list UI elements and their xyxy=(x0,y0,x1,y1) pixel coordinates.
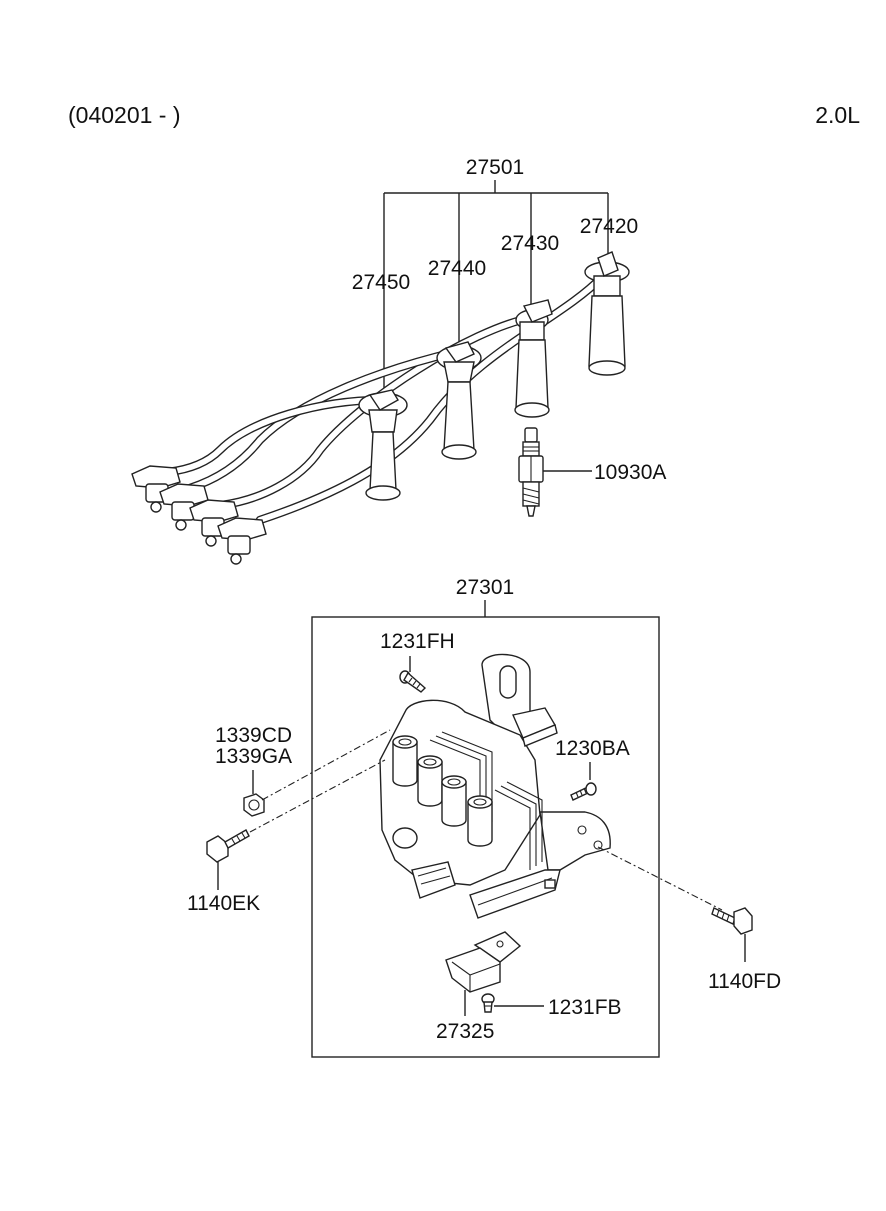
cable-no3-boot xyxy=(436,341,482,460)
coil-tower-3 xyxy=(441,775,467,827)
callout-cable-no3: 27440 xyxy=(428,257,486,280)
screw-right[interactable] xyxy=(570,782,597,801)
callout-bolt-left: 1140EK xyxy=(187,892,260,915)
callout-bolt-right: 1140FD xyxy=(708,970,781,993)
callout-screw-right: 1230BA xyxy=(555,737,630,760)
cable-no4-boot xyxy=(358,389,408,501)
callout-condenser: 27325 xyxy=(436,1020,494,1043)
coil-connector xyxy=(392,827,456,899)
flange-nut[interactable] xyxy=(243,793,265,817)
callout-coil-assembly: 27301 xyxy=(456,576,514,599)
coil-tower-2 xyxy=(417,755,443,807)
cable-end-boot-3 xyxy=(189,499,239,547)
cable-end-boot-2 xyxy=(159,483,209,531)
cable-no2-boot xyxy=(514,299,553,418)
cable-end-boot-4 xyxy=(217,517,267,565)
coil-tower-1 xyxy=(392,735,418,787)
callout-nut-a: 1339CD xyxy=(215,724,292,747)
engine-label: 2.0L xyxy=(815,102,860,128)
spark-plug[interactable] xyxy=(518,427,544,517)
callout-screw-bottom: 1231FB xyxy=(548,996,622,1019)
screw-top[interactable] xyxy=(399,670,427,693)
callout-spark-plug: 10930A xyxy=(594,461,666,484)
ignition-coil[interactable] xyxy=(379,653,611,919)
callout-nut-b: 1339GA xyxy=(215,745,292,768)
spark-plug-cable-set[interactable] xyxy=(131,180,630,565)
coil-assembly-frame xyxy=(311,616,660,1058)
screw-bottom[interactable] xyxy=(481,993,495,1013)
callout-screw-top: 1231FH xyxy=(380,630,455,653)
bolt-left[interactable] xyxy=(206,829,250,863)
callout-cable-no2: 27430 xyxy=(501,232,559,255)
callout-cable-no1: 27420 xyxy=(580,215,638,238)
coil-tower-4 xyxy=(467,795,493,847)
callout-cable-no4: 27450 xyxy=(352,271,410,294)
callout-cable-set: 27501 xyxy=(466,156,524,179)
condenser[interactable] xyxy=(445,931,522,993)
bolt-right[interactable] xyxy=(711,907,753,935)
cable-no1-boot xyxy=(584,251,630,376)
date-range-label: (040201 - ) xyxy=(68,102,181,128)
